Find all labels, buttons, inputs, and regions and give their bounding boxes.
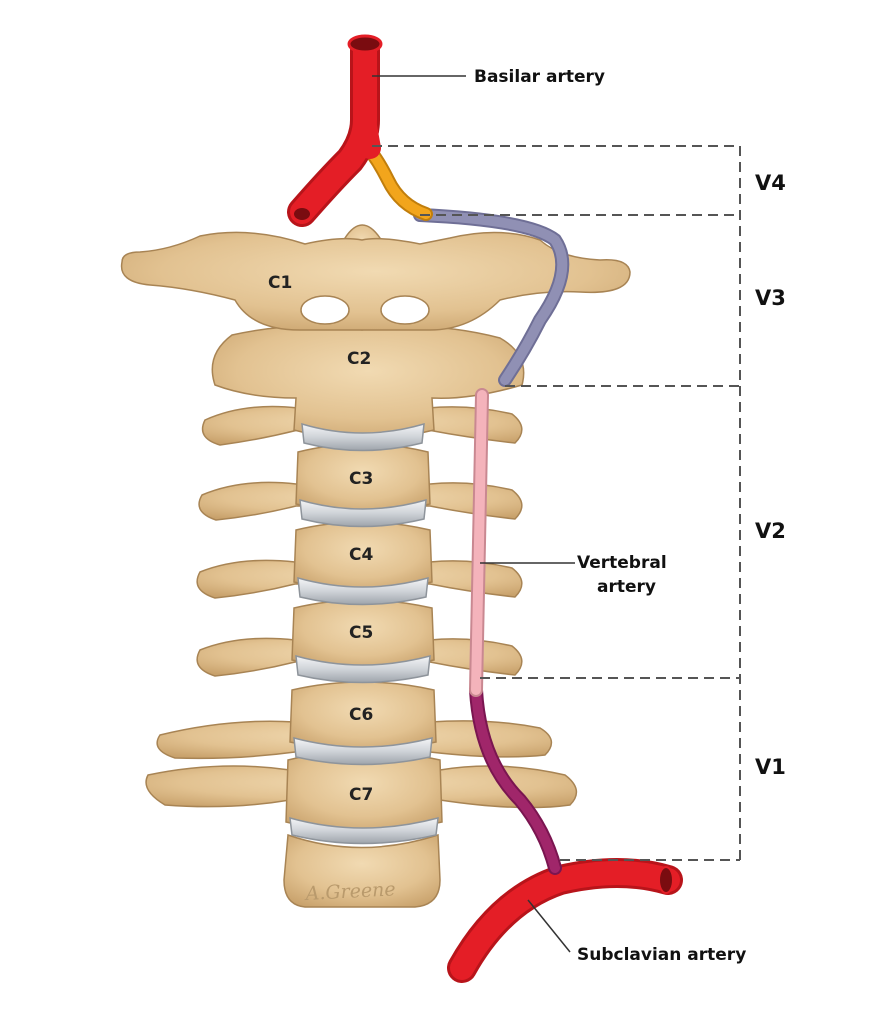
vertebra-c1-label: C1 [268, 273, 292, 293]
vertebra-c3-label: C3 [349, 469, 373, 489]
vertebra-c2-label: C2 [347, 349, 371, 369]
subclavian-leader [527, 899, 571, 953]
segment-v3-label: V3 [755, 286, 786, 310]
vertebra-c7-label: C7 [349, 785, 373, 805]
disc-c4 [297, 576, 429, 606]
segment-v2-label: V2 [755, 519, 786, 543]
vertebral-artery-label-line1: Vertebral [577, 553, 667, 573]
segment-brackets [372, 145, 741, 861]
vertebral-artery-v2-highlight [471, 390, 487, 695]
vertebral-artery-v1-highlight [471, 685, 560, 873]
arteries [287, 34, 683, 983]
c7-base [283, 833, 441, 908]
disc-c6 [293, 736, 433, 766]
vertebral-column [120, 224, 631, 908]
disc-c2 [301, 422, 425, 452]
artist-signature: A.Greene [303, 878, 396, 905]
basilar-artery-highlight [290, 38, 377, 224]
disc-c5 [295, 654, 431, 684]
vertebral-artery-v3-highlight [415, 210, 568, 385]
vertebral-artery-label-line2: artery [597, 577, 656, 597]
subclavian-artery-label: Subclavian artery [577, 945, 746, 965]
segment-v4-label: V4 [755, 171, 786, 195]
disc-c3 [299, 498, 427, 528]
vertebra-c5-label: C5 [349, 623, 373, 643]
vertebra-c4-label: C4 [349, 545, 373, 565]
basilar-branch-right [354, 109, 381, 159]
subclavian-artery-opening [658, 866, 674, 894]
leader-lines [372, 75, 575, 953]
c1-foramen-left [300, 295, 350, 325]
basilar-branch-left-opening [292, 206, 312, 222]
vertebra-c6-label: C6 [349, 705, 373, 725]
c1-foramen-right [380, 295, 430, 325]
basilar-artery-label: Basilar artery [474, 67, 605, 87]
subclavian-artery-highlight [450, 861, 680, 980]
segment-v1-label: V1 [755, 755, 786, 779]
disc-c7 [289, 816, 439, 845]
basilar-artery-opening [347, 34, 383, 54]
c1-atlas [120, 231, 631, 331]
